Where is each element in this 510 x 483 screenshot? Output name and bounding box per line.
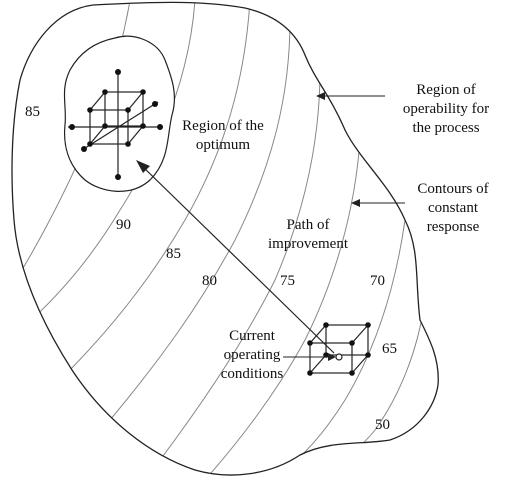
region-of-optimum-outline	[63, 35, 176, 192]
label-current-operating-conditions: Current operating conditions	[220, 328, 284, 382]
optimum-design	[68, 70, 163, 180]
region-of-operability-outline	[11, 1, 439, 476]
contour-value: 70	[370, 273, 385, 289]
contour-line	[59, 2, 251, 381]
contour-value: 85	[25, 104, 40, 120]
contour-value: 75	[280, 273, 295, 289]
contour-value: 50	[375, 417, 390, 433]
current-design	[309, 324, 369, 374]
optimum-design-points	[69, 69, 163, 180]
label-path-of-improvement: Path of improvement	[268, 217, 348, 252]
contour-lines	[12, 2, 426, 476]
contour-line	[159, 69, 321, 461]
center-point	[335, 353, 343, 361]
contour-value: 85	[166, 246, 181, 262]
arrowhead	[316, 92, 325, 100]
label-region-of-operability: Region of operability for the process	[402, 82, 490, 136]
arrowhead	[351, 199, 360, 207]
contour-line	[19, 2, 196, 331]
contour-value: 90	[116, 217, 131, 233]
contour-value: 65	[382, 341, 397, 357]
arrowhead	[328, 353, 336, 361]
contour-value: 80	[202, 273, 217, 289]
current-design-points	[307, 322, 371, 376]
label-region-of-optimum: Region of the optimum	[182, 118, 264, 153]
label-contours-of-constant-response: Contours of constant response	[417, 181, 489, 235]
arrowhead	[136, 160, 150, 173]
path-of-improvement-arrow	[140, 164, 335, 354]
contour-line	[204, 139, 361, 476]
contour-line	[109, 19, 291, 421]
